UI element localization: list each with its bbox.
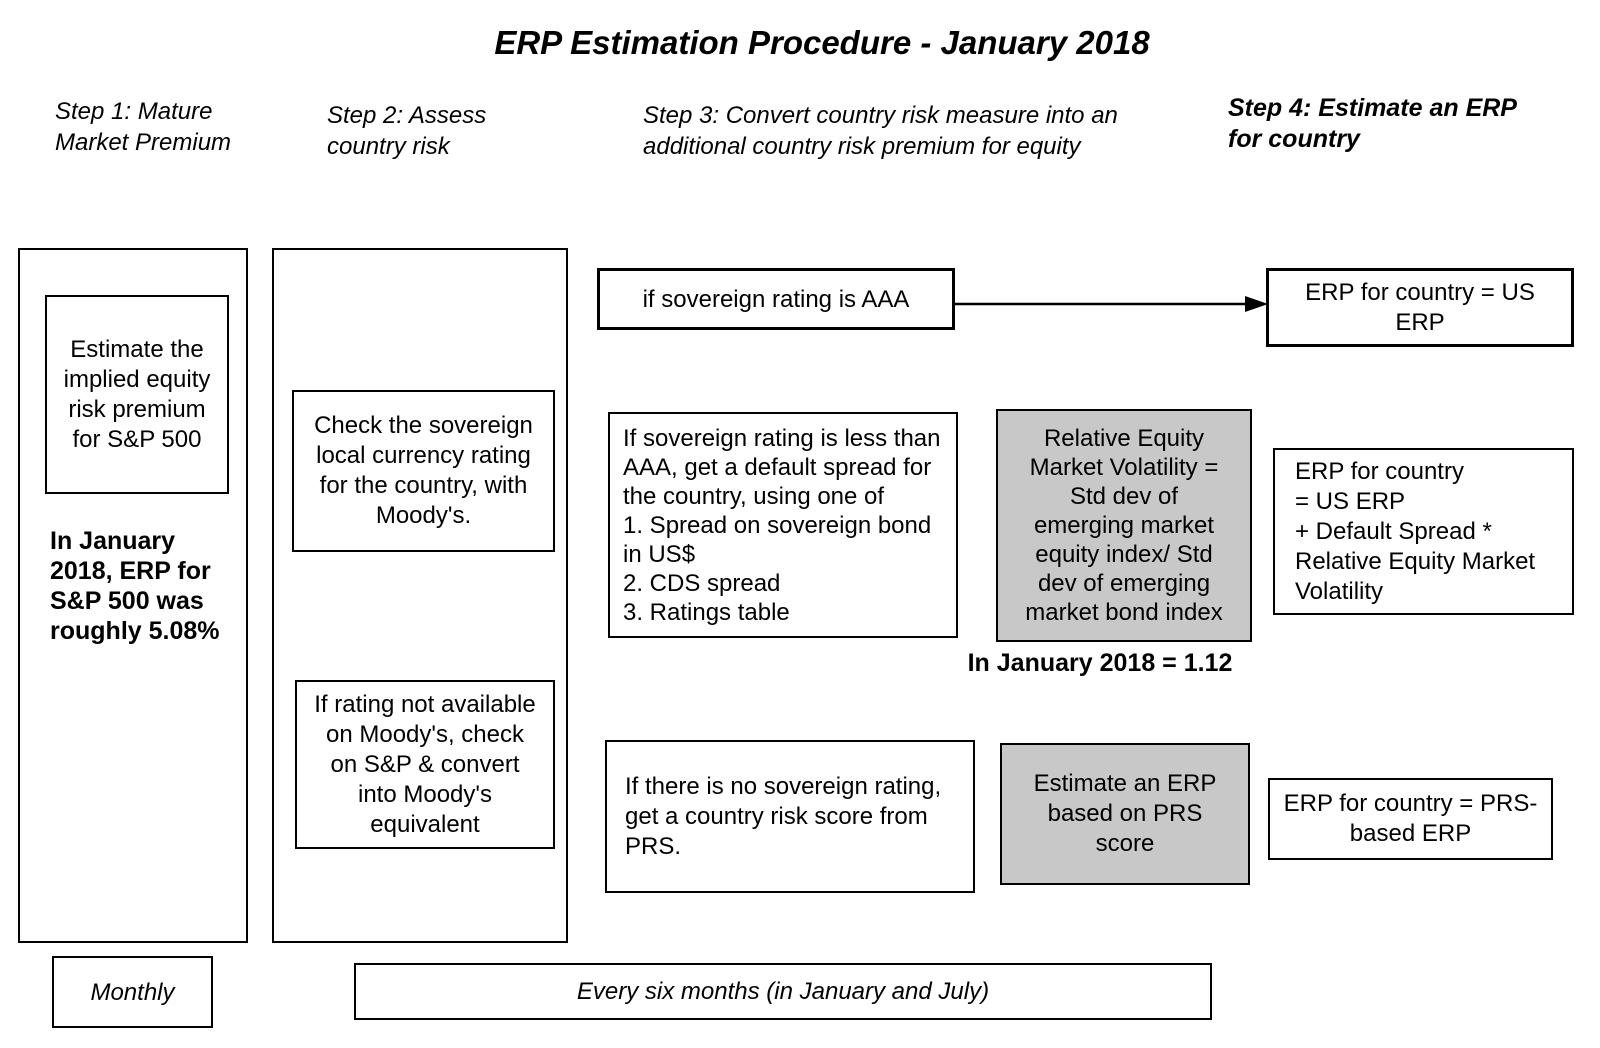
diagram-title: ERP Estimation Procedure - January 2018 xyxy=(494,24,1150,61)
default-spread-box: If sovereign rating is less than AAA, ge… xyxy=(608,412,958,638)
monthly-frequency-box: Monthly xyxy=(52,956,213,1028)
sp-convert-box: If rating not available on Moody's, chec… xyxy=(295,680,555,849)
prs-score-box: If there is no sovereign rating, get a c… xyxy=(605,740,975,893)
erp-formula-box: ERP for country = US ERP + Default Sprea… xyxy=(1273,448,1574,615)
estimate-sp500-box: Estimate the implied equity risk premium… xyxy=(45,295,229,494)
step1-header: Step 1: Mature Market Premium xyxy=(55,98,232,156)
sp500-erp-note: In January 2018, ERP for S&P 500 was rou… xyxy=(50,527,220,645)
step4-header: Step 4: Estimate an ERP for country xyxy=(1228,94,1517,153)
moodys-rating-box: Check the sovereign local currency ratin… xyxy=(292,390,555,552)
step3-header: Step 3: Convert country risk measure int… xyxy=(643,102,1118,160)
arrow-aaa-to-us-erp xyxy=(955,296,1268,312)
semiannual-frequency-box: Every six months (in January and July) xyxy=(354,963,1212,1020)
step1-column-box: Estimate the implied equity risk premium… xyxy=(18,248,248,943)
us-erp-result-box: ERP for country = US ERP xyxy=(1266,268,1574,347)
prs-erp-result-box: ERP for country = PRS- based ERP xyxy=(1268,778,1553,860)
step2-column-box: Check the sovereign local currency ratin… xyxy=(272,248,568,943)
sovereign-aaa-box: if sovereign rating is AAA xyxy=(597,268,955,330)
relative-volatility-box: Relative Equity Market Volatility = Std … xyxy=(996,409,1252,642)
volatility-value-note: In January 2018 = 1.12 xyxy=(967,649,1233,677)
prs-estimate-box: Estimate an ERP based on PRS score xyxy=(1000,743,1250,885)
step2-header: Step 2: Assess country risk xyxy=(327,102,487,160)
